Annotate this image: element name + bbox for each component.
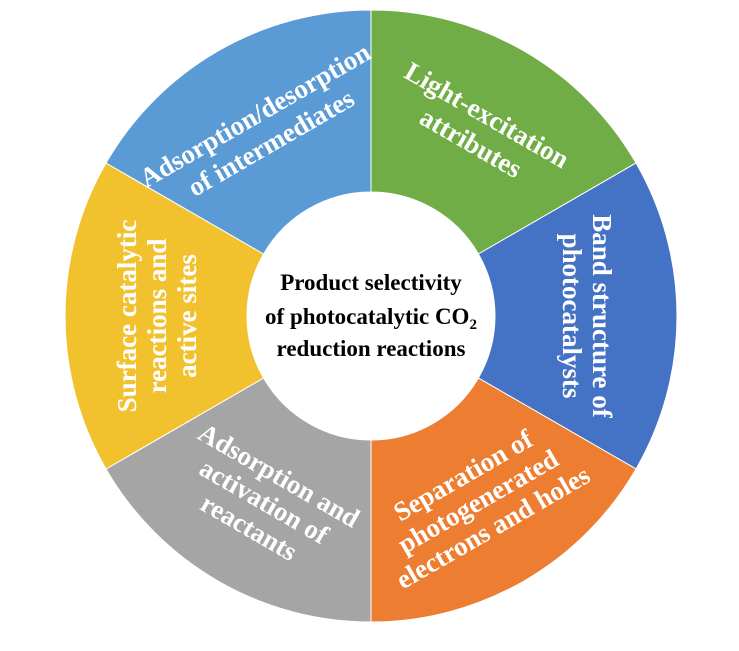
center-title-line-3: reduction reactions	[277, 336, 466, 361]
segment-label-line: photocatalysts	[557, 233, 587, 398]
center-title-line-2-main: of photocatalytic CO	[265, 304, 469, 329]
center-circle	[247, 192, 495, 440]
ring-segments	[64, 9, 678, 623]
center-title-line-2: of photocatalytic CO2	[265, 304, 477, 333]
segment-label-line: Band structure of	[587, 214, 617, 419]
segment-label-line: Surface catalytic	[112, 220, 142, 413]
center-title-line-1: Product selectivity	[280, 270, 462, 295]
segment-label-line: reactions and	[142, 239, 172, 394]
segment-label-line: active sites	[172, 254, 202, 378]
center-title-subscript: 2	[469, 317, 477, 333]
